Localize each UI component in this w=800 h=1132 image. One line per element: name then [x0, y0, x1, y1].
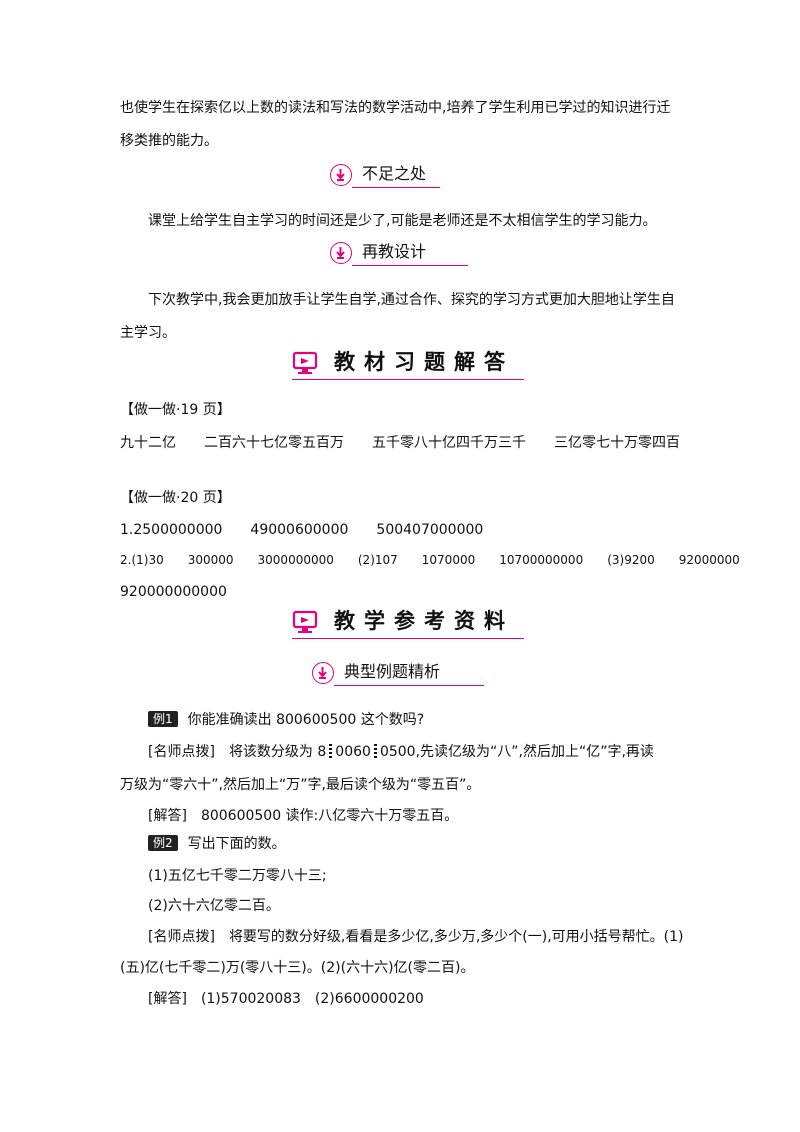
shortcoming-text: 课堂上给学生自主学习的时间还是少了,可能是老师还是不太相信学生的学习能力。 [148, 213, 657, 229]
example-2-tip-line-2: (五)亿(七千零二)万(零八十三)。(2)(六十六)亿(零二百)。 [120, 960, 475, 976]
example-badge: 例1 [148, 711, 178, 727]
divider-dots-icon [373, 744, 377, 758]
exercise-20-line-3: 920000000000 [120, 584, 227, 600]
section-shortcoming-header: 不足之处 [330, 162, 440, 188]
section-title: 典型例题精析 [344, 662, 441, 681]
down-arrow-circle-icon [312, 662, 334, 684]
example-1-answer: [解答] 800600500 读作:八亿零六十万零五百。 [148, 808, 459, 824]
monitor-icon [292, 610, 318, 633]
example-2-answer: [解答] (1)570020083 (2)6600000200 [148, 991, 424, 1007]
redesign-line-2: 主学习。 [120, 325, 176, 341]
section-title: 教学参考资料 [334, 609, 514, 633]
exercise-20-line-2: 2.(1)30 300000 3000000000 (2)107 1070000… [120, 553, 740, 567]
section-underline [352, 264, 468, 266]
example-2-item-1: (1)五亿七千零二万零八十三; [148, 868, 327, 884]
down-arrow-circle-icon [330, 164, 352, 186]
section-title: 不足之处 [362, 164, 427, 183]
section-redesign-header: 再教设计 [330, 240, 468, 266]
example-badge: 例2 [148, 835, 178, 851]
section-reference-header: 教学参考资料 [292, 607, 524, 639]
example-1-tip-line-2: 万级为“零六十”,然后加上“万”字,最后读个级为“零五百”。 [120, 777, 481, 793]
section-underline [292, 637, 524, 639]
divider-dots-icon [329, 744, 333, 758]
section-title: 教材习题解答 [334, 350, 514, 374]
exercise-19-answers: 九十二亿二百六十七亿零五百万五千零八十亿四千万三千三亿零七十万零四百 [120, 435, 680, 451]
redesign-line-1: 下次教学中,我会更加放手让学生自学,通过合作、探究的学习方式更加大胆地让学生自 [148, 292, 675, 308]
intro-line-2: 移类推的能力。 [120, 133, 218, 149]
monitor-icon [292, 351, 318, 374]
exercise-19-label: 【做一做·19 页】 [120, 402, 231, 418]
example-2-tip-line-1: [名师点拨] 将要写的数分好级,看看是多少亿,多少万,多少个(一),可用小括号帮… [148, 929, 684, 945]
intro-line-1: 也使学生在探索亿以上数的读法和写法的数学活动中,培养了学生利用已学过的知识进行迁 [120, 100, 671, 116]
section-textbook-header: 教材习题解答 [292, 348, 524, 380]
down-arrow-circle-icon [330, 242, 352, 264]
section-underline [292, 378, 524, 380]
exercise-20-label: 【做一做·20 页】 [120, 490, 231, 506]
section-title: 再教设计 [362, 242, 427, 261]
section-underline [352, 186, 440, 188]
exercise-20-line-1: 1.2500000000 49000600000 500407000000 [120, 522, 484, 538]
example-2-item-2: (2)六十六亿零二百。 [148, 898, 280, 914]
section-underline [334, 684, 484, 686]
section-typical-header: 典型例题精析 [312, 660, 484, 686]
